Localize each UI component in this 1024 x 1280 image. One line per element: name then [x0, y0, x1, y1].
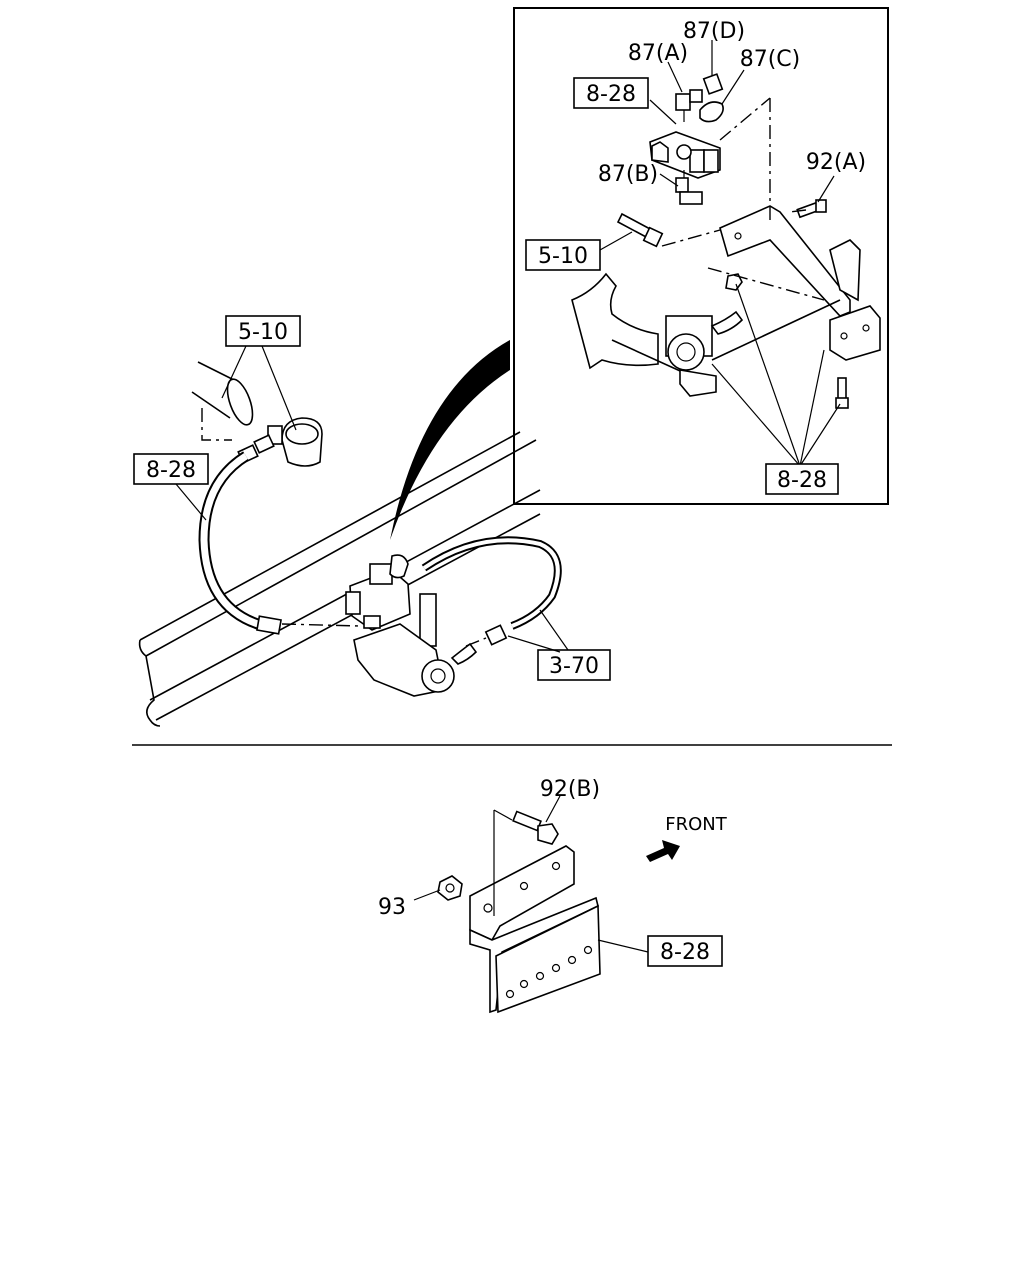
callout-8-28-inset-bottom: 8-28: [777, 468, 827, 493]
bracket-inset: [719, 199, 881, 409]
fitting-5-10-main: [237, 417, 323, 467]
callout-box-8-28-inset-bottom: [765, 463, 839, 495]
callout-8-28-inset-top: 8-28: [586, 82, 636, 107]
callout-8-28-bracket: 8-28: [660, 940, 710, 965]
callout-87-b: 87(B): [598, 162, 658, 187]
valve-assembly-exploded: [649, 73, 724, 205]
callout-box-8-28-bracket: [647, 935, 723, 967]
front-arrow-icon: [646, 840, 680, 862]
callout-box-5-10-inset: [525, 239, 601, 271]
detail-pointer: [390, 340, 510, 540]
callout-87-c: 87(C): [740, 47, 801, 72]
callout-box-3-70: [537, 649, 611, 681]
inset-detail: 8-28 87(D) 87(A) 87(C) 87(B) 92(A) 5-10 …: [513, 7, 889, 505]
callout-box-5-10-main: [225, 315, 301, 347]
frame-section-inset: [571, 272, 841, 397]
fitting-5-10-inset: [616, 212, 664, 248]
callout-92-b: 92(B): [540, 777, 600, 802]
callout-87-d: 87(D): [683, 19, 745, 44]
callout-92-a: 92(A): [806, 150, 866, 175]
callout-87-a: 87(A): [628, 41, 688, 66]
bracket-plate: [469, 809, 601, 1014]
bolt-92-b: [512, 810, 559, 845]
callout-5-10-main: 5-10: [238, 320, 288, 345]
main-view: 5-10 8-28 3-70: [133, 315, 611, 727]
callout-3-70: 3-70: [549, 654, 599, 679]
bracket-detail-view: 92(B) 93 8-28 FRONT: [378, 777, 728, 1014]
callout-box-8-28-main: [133, 453, 209, 485]
frame-rail: [138, 431, 541, 727]
cross-tube: [191, 361, 254, 441]
nut-93: [437, 875, 463, 901]
callout-5-10-inset: 5-10: [538, 244, 588, 269]
front-label: FRONT: [665, 814, 727, 835]
valve-assembly-main: [345, 554, 508, 697]
pipe-3-70: [421, 536, 562, 630]
callout-8-28-main: 8-28: [146, 458, 196, 483]
callout-93: 93: [378, 895, 406, 920]
callout-box-8-28-inset-top: [573, 77, 649, 109]
